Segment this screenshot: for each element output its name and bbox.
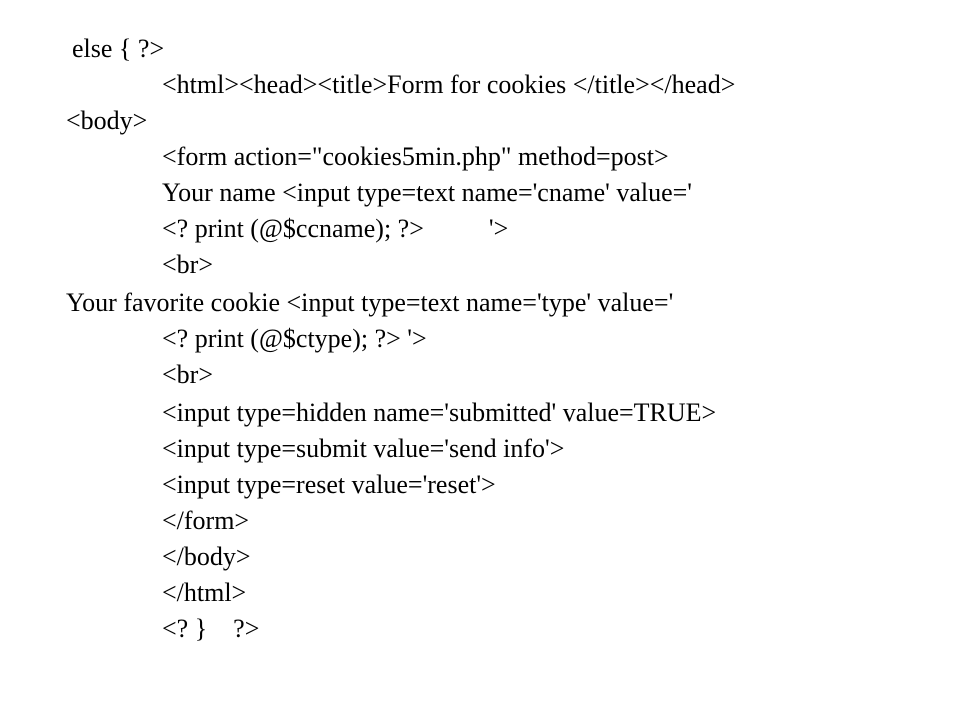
code-line-br-2: <br> xyxy=(162,360,213,389)
code-line-cookie-input: Your favorite cookie <input type=text na… xyxy=(66,288,674,317)
code-line-body-close: </body> xyxy=(162,542,251,571)
code-line-submit-input: <input type=submit value='send info'> xyxy=(162,434,565,463)
code-line-else: else { ?> xyxy=(72,34,165,63)
code-line-print-ctype: <? print (@$ctype); ?> '> xyxy=(162,324,427,353)
code-line-body-open: <body> xyxy=(66,106,148,135)
code-line-reset-input: <input type=reset value='reset'> xyxy=(162,470,496,499)
code-line-html-close: </html> xyxy=(162,578,247,607)
code-line-hidden-input: <input type=hidden name='submitted' valu… xyxy=(162,398,717,427)
code-line-php-close: <? } ?> xyxy=(162,614,260,643)
code-line-html-head: <html><head><title>Form for cookies </ti… xyxy=(162,70,736,99)
code-line-form-close: </form> xyxy=(162,506,250,535)
code-line-print-ccname: <? print (@$ccname); ?> '> xyxy=(162,214,509,243)
code-line-name-input: Your name <input type=text name='cname' … xyxy=(162,178,692,207)
code-line-br-1: <br> xyxy=(162,250,213,279)
code-line-form-open: <form action="cookies5min.php" method=po… xyxy=(162,142,669,171)
